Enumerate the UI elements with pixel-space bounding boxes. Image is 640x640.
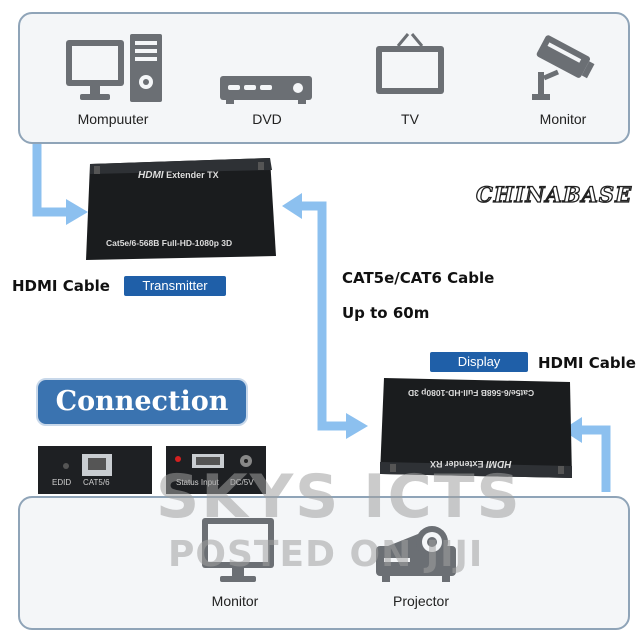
projector-icon — [376, 526, 456, 582]
tv-icon — [376, 33, 444, 94]
transmitter-spec: Cat5e/6-568B Full-HD-1080p 3D — [106, 238, 233, 248]
monitor-icon — [202, 518, 274, 582]
watermark-line1: SKYS ICTS — [156, 462, 522, 532]
connection-title: Connection — [55, 386, 229, 417]
tx-ports-panel — [38, 446, 152, 494]
output-label-projector: Projector — [392, 593, 450, 609]
output-label-monitor: Monitor — [211, 593, 259, 609]
transmitter-device — [86, 158, 276, 260]
connection-banner: Connection — [36, 378, 248, 426]
rx-port-dc-label: DC/5V — [230, 478, 254, 487]
security-camera-icon — [532, 35, 595, 100]
cat-cable-label: CAT5e/CAT6 Cable — [342, 269, 495, 287]
output-devices-panel — [18, 496, 630, 630]
distance-label: Up to 60m — [342, 304, 430, 322]
display-badge: Display — [430, 352, 528, 372]
source-label-computer: Mompuuter — [77, 111, 149, 127]
rx-port-status-label: Status Input — [176, 478, 219, 487]
source-label-dvd: DVD — [252, 111, 282, 127]
rx-ports-panel — [166, 446, 266, 494]
transmitter-hdmi-text: HDMI — [138, 170, 164, 181]
chinabase-logo: CHINABASE — [475, 181, 633, 207]
hdmi-cable-left-label: HDMI Cable — [12, 277, 110, 295]
transmitter-badge: Transmitter — [124, 276, 226, 296]
tx-port-cat-label: CAT5/6 — [83, 478, 110, 487]
dvd-player-icon — [220, 76, 312, 104]
transmitter-extender-text: Extender — [166, 170, 205, 180]
watermark-line2: POSTED ON JIJI — [168, 534, 484, 575]
source-label-monitor: Monitor — [539, 111, 587, 127]
tx-port-edid-label: EDID — [52, 478, 72, 487]
receiver-spec: Cat5e/6-568B Full-HD-1080p 3D — [408, 388, 535, 398]
receiver-device — [380, 378, 572, 478]
transmitter-title: HDMI Extender TX — [138, 170, 219, 181]
transmitter-mode-text: TX — [207, 170, 219, 180]
source-label-tv: TV — [401, 111, 419, 127]
hdmi-cable-right-label: HDMI Cable — [538, 354, 636, 372]
computer-icon — [66, 34, 162, 102]
